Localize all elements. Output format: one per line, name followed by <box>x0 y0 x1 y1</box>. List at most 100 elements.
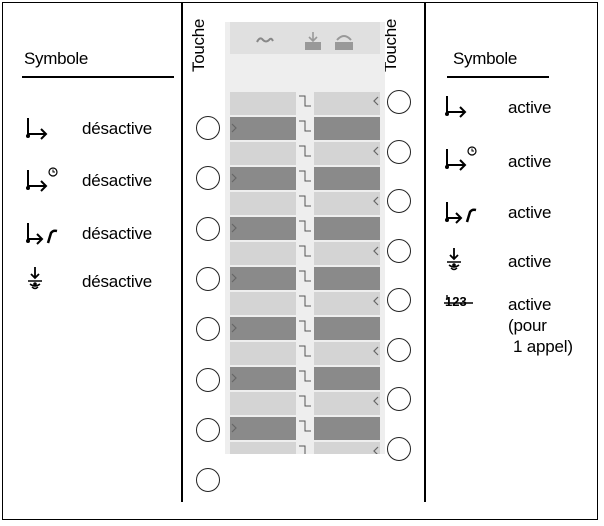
strip-right-marker <box>373 296 379 306</box>
header-underline-left <box>22 76 174 78</box>
strip-right-bar <box>314 417 380 440</box>
left-key-button[interactable] <box>196 116 220 140</box>
strip-connector <box>299 395 311 407</box>
left-touche-header: Touche <box>189 18 208 72</box>
strip-left-marker <box>231 423 237 433</box>
strip-connector <box>299 270 311 282</box>
right-key-button[interactable] <box>387 288 411 312</box>
strip-left-bar <box>230 217 296 240</box>
strip-left-bar <box>230 192 296 215</box>
left-key-button[interactable] <box>196 166 220 191</box>
strip-right-bar <box>314 342 380 365</box>
left-row-label: désactive <box>82 171 153 190</box>
left-key-button[interactable] <box>196 216 220 241</box>
call-forward-timed-icon <box>26 167 58 192</box>
right-key-button[interactable] <box>387 387 411 411</box>
strip-left-bar <box>230 367 296 390</box>
strip-right-bar <box>314 167 380 190</box>
right-row-note-line1: (pour <box>508 316 547 335</box>
strip-right-bar <box>314 117 380 140</box>
strip-connector <box>299 345 311 357</box>
strip-left-bar <box>230 267 296 290</box>
strip-right-bar <box>314 242 380 265</box>
suppress-number-icon: 123 <box>444 294 473 309</box>
ringer-off-icon <box>447 248 461 271</box>
right-key-button[interactable] <box>387 90 411 114</box>
strip-left-bar <box>230 442 296 454</box>
strip-right-marker <box>373 96 379 106</box>
strip-left-bar <box>230 292 296 315</box>
table-frame <box>2 2 598 520</box>
left-row-label: désactive <box>82 224 153 243</box>
strip-right-marker <box>373 396 379 406</box>
left-key-button[interactable] <box>196 367 220 392</box>
strip-right-marker <box>373 146 379 156</box>
right-row-label: active <box>508 295 552 314</box>
strip-left-bar <box>230 417 296 440</box>
right-key-button[interactable] <box>387 436 411 461</box>
ringer-off-icon <box>28 267 42 290</box>
strip-left-bar <box>230 117 296 140</box>
call-forward-busy-icon <box>26 223 58 245</box>
strip-right-bar <box>314 442 380 454</box>
right-row-label: active <box>508 252 552 271</box>
strip-right-marker <box>373 246 379 256</box>
strip-connector <box>299 420 311 432</box>
phone-key-strip <box>225 22 385 454</box>
strip-left-bar <box>230 317 296 340</box>
right-row-note-line2: 1 appel) <box>513 337 573 356</box>
strip-right-marker <box>373 346 379 356</box>
header-underline-right <box>447 76 549 78</box>
right-key-button[interactable] <box>387 238 411 263</box>
strip-right-bar <box>314 142 380 165</box>
left-key-button[interactable] <box>196 317 220 342</box>
strip-right-bar <box>314 267 380 290</box>
strip-right-bar <box>314 192 380 215</box>
strip-left-marker <box>231 373 237 383</box>
strip-connector <box>299 170 311 182</box>
call-forward-timed-icon <box>445 146 477 171</box>
left-row-label: désactive <box>82 272 153 291</box>
svg-text:123: 123 <box>445 294 467 309</box>
strip-left-bar <box>230 142 296 165</box>
strip-connector <box>299 320 311 332</box>
left-key-button[interactable] <box>196 417 220 442</box>
right-key-button[interactable] <box>387 189 411 213</box>
strip-right-bar <box>314 217 380 240</box>
left-key-button[interactable] <box>196 468 220 493</box>
call-forward-icon <box>445 96 467 118</box>
right-row-label: active <box>508 152 552 171</box>
left-row-label: désactive <box>82 119 153 138</box>
left-symbol-header: Symbole <box>24 49 89 68</box>
right-row-label: active <box>508 203 552 222</box>
divider-left-touche <box>181 2 183 502</box>
strip-left-bar <box>230 342 296 365</box>
strip-left-bar <box>230 242 296 265</box>
strip-left-marker <box>231 323 237 333</box>
strip-right-marker <box>373 446 379 454</box>
right-key-button[interactable] <box>387 139 411 164</box>
strip-connector <box>299 370 311 382</box>
right-symbol-header: Symbole <box>453 49 518 68</box>
strip-left-bar <box>230 392 296 415</box>
strip-left-bar <box>230 167 296 190</box>
strip-connector <box>299 295 311 307</box>
call-forward-icon <box>26 118 48 140</box>
strip-connector <box>299 145 311 157</box>
phone-set-icon <box>335 35 353 50</box>
right-row-label: active <box>508 98 552 117</box>
strip-right-marker <box>373 196 379 206</box>
strip-left-marker <box>231 223 237 233</box>
right-key-button[interactable] <box>387 337 411 362</box>
strip-right-bar <box>314 392 380 415</box>
strip-right-bar <box>314 367 380 390</box>
strip-connector <box>299 445 306 454</box>
forward-phone-icon <box>305 32 321 50</box>
strip-right-bar <box>314 92 380 115</box>
strip-right-bar <box>314 292 380 315</box>
strip-connector <box>299 120 311 132</box>
strip-connector <box>299 245 311 257</box>
left-key-button[interactable] <box>196 266 220 291</box>
strip-left-bar <box>230 92 296 115</box>
strip-right-bar <box>314 317 380 340</box>
